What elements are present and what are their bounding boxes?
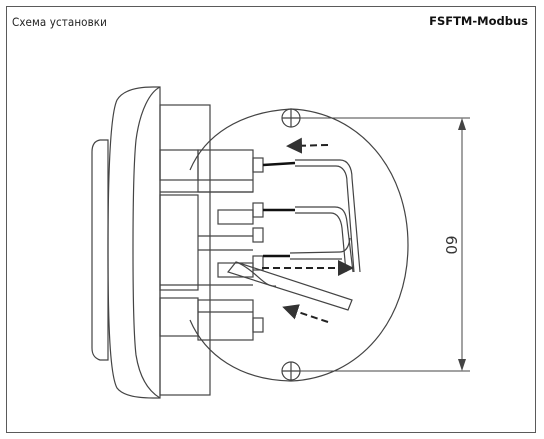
front-bezel bbox=[107, 86, 161, 399]
dimension-label: 60 bbox=[442, 235, 460, 254]
terminal-7 bbox=[252, 317, 264, 333]
arrow-bottom bbox=[282, 304, 329, 323]
housing-slot-bot bbox=[159, 297, 199, 337]
diagram-frame bbox=[6, 6, 536, 433]
housing-slot-mid bbox=[159, 194, 199, 291]
model-name: FSFTM-Modbus bbox=[429, 14, 528, 28]
terminal-2 bbox=[252, 202, 264, 218]
terminal-3 bbox=[217, 209, 254, 225]
terminal-block-1 bbox=[197, 149, 254, 193]
terminal-4 bbox=[252, 227, 264, 243]
mounting-plate bbox=[189, 108, 409, 382]
diagram-title: Схема установки bbox=[12, 15, 107, 29]
arrow-top bbox=[286, 137, 329, 154]
faceplate bbox=[91, 139, 109, 361]
cable-slanted bbox=[226, 261, 353, 311]
terminal-block-2 bbox=[197, 299, 254, 341]
front-bezel-inner bbox=[132, 86, 161, 399]
terminal-1 bbox=[252, 157, 264, 173]
